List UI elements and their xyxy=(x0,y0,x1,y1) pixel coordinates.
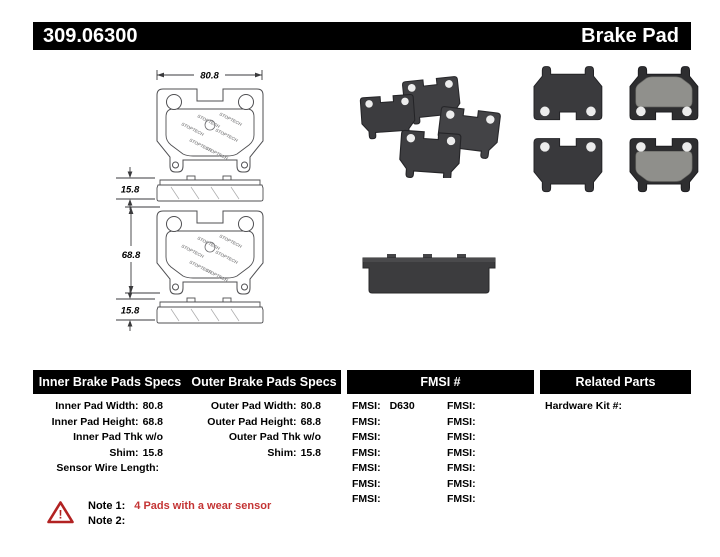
note1-label: Note 1: xyxy=(88,500,126,512)
dim-height-label: 68.8 xyxy=(122,250,141,261)
note-2: Note 2: xyxy=(88,515,134,528)
pad-side-view-2 xyxy=(156,297,264,324)
fmsi-label: FMSI: xyxy=(447,462,476,474)
svg-text:!: ! xyxy=(59,508,63,522)
fmsi-row: FMSI: xyxy=(447,430,527,446)
fmsi-label: FMSI: xyxy=(352,446,381,459)
fmsi-label: FMSI: xyxy=(352,462,381,474)
dim-thickness-top-label: 15.8 xyxy=(121,185,140,196)
technical-drawing: STOPTECH STOPTECH STOPTECH STOPTECH STOP… xyxy=(116,70,333,331)
fmsi-row: FMSI: xyxy=(447,415,527,431)
spec-row: Inner Pad Height:68.8 xyxy=(33,415,163,431)
fmsi-row: FMSI: D630 xyxy=(352,399,444,415)
spec-label: Outer Pad Thk w/o Shim: xyxy=(228,431,321,459)
fmsi-label: FMSI: xyxy=(352,400,381,412)
product-photo-pads-angled xyxy=(359,75,502,178)
fmsi-label: FMSI: xyxy=(352,431,381,443)
fmsi-row: FMSI: xyxy=(352,446,444,462)
outer-specs-list: Outer Pad Width:80.8 Outer Pad Height:68… xyxy=(178,399,321,461)
fmsi-label: FMSI: xyxy=(447,415,476,428)
specs-header-bar: Inner Brake Pads Specs Outer Brake Pads … xyxy=(33,370,341,394)
inner-specs-list: Inner Pad Width:80.8 Inner Pad Height:68… xyxy=(33,399,163,477)
dim-thickness-top xyxy=(116,167,155,210)
product-photo-pads-grid xyxy=(533,66,699,193)
fmsi-row: FMSI: xyxy=(352,477,444,493)
dim-width xyxy=(156,70,263,80)
title-bar: 309.06300 Brake Pad xyxy=(33,22,691,50)
fmsi-row: FMSI: xyxy=(447,492,527,508)
fmsi-header-bar: FMSI # xyxy=(347,370,534,394)
part-number: 309.06300 xyxy=(43,24,138,47)
dim-thickness-bottom-label: 15.8 xyxy=(121,306,140,317)
fmsi-label: FMSI: xyxy=(447,446,476,459)
note2-label: Note 2: xyxy=(88,515,126,527)
fmsi-row: FMSI: xyxy=(352,430,444,446)
fmsi-row: FMSI: xyxy=(352,415,444,431)
warning-icon: ! xyxy=(47,501,74,524)
fmsi-value: D630 xyxy=(389,400,415,412)
related-label: Hardware Kit #: xyxy=(545,400,623,412)
spec-value: 15.8 xyxy=(300,446,321,459)
related-parts-list: Hardware Kit #: xyxy=(545,399,622,415)
fmsi-row: FMSI: xyxy=(447,477,527,493)
note1-text: 4 Pads with a wear sensor xyxy=(134,500,272,512)
outer-specs-title: Outer Brake Pads Specs xyxy=(191,375,337,389)
spec-label: Outer Pad Width: xyxy=(210,400,297,412)
related-header-bar: Related Parts xyxy=(540,370,691,394)
spec-row: Outer Pad Height:68.8 xyxy=(178,415,321,431)
related-row: Hardware Kit #: xyxy=(545,399,622,415)
fmsi-label: FMSI: xyxy=(352,415,381,428)
spec-label: Inner Pad Thk w/o Shim: xyxy=(73,431,163,459)
spec-label: Inner Pad Width: xyxy=(55,400,139,412)
dim-width-label: 80.8 xyxy=(200,71,219,82)
fmsi-column-1: FMSI: D630 FMSI: FMSI: FMSI: FMSI: FMSI: … xyxy=(352,399,444,508)
spec-row: Outer Pad Thk w/o Shim:15.8 xyxy=(178,430,321,461)
fmsi-row: FMSI: xyxy=(447,461,527,477)
pad-front-view-1 xyxy=(157,89,263,172)
product-photo-pad-side xyxy=(362,254,496,294)
fmsi-column-2: FMSI: FMSI: FMSI: FMSI: FMSI: FMSI: FMSI… xyxy=(447,399,527,508)
dim-thickness-bottom xyxy=(116,288,155,331)
spec-value: 68.8 xyxy=(300,415,321,428)
fmsi-row: FMSI: xyxy=(352,461,444,477)
spec-value: 80.8 xyxy=(300,400,321,412)
spec-label: Sensor Wire Length: xyxy=(56,462,159,474)
fmsi-label: FMSI: xyxy=(352,477,381,490)
fmsi-label: FMSI: xyxy=(447,477,476,490)
related-title: Related Parts xyxy=(575,375,656,389)
fmsi-label: FMSI: xyxy=(447,431,476,443)
spec-row: Inner Pad Width:80.8 xyxy=(33,399,163,415)
note-1: Note 1: 4 Pads with a wear sensor xyxy=(88,500,271,513)
spec-row: Outer Pad Width:80.8 xyxy=(178,399,321,415)
fmsi-label: FMSI: xyxy=(447,493,476,505)
fmsi-label: FMSI: xyxy=(352,493,381,505)
spec-label: Inner Pad Height: xyxy=(51,415,139,428)
page-title: Brake Pad xyxy=(581,24,679,47)
spec-value: 80.8 xyxy=(142,400,163,412)
fmsi-row: FMSI: xyxy=(447,399,527,415)
spec-row: Sensor Wire Length: xyxy=(33,461,163,477)
fmsi-row: FMSI: xyxy=(447,446,527,462)
spec-value: 68.8 xyxy=(142,415,163,428)
pad-front-view-2 xyxy=(157,211,263,294)
fmsi-label: FMSI: xyxy=(447,400,476,412)
fmsi-title: FMSI # xyxy=(420,375,461,389)
fmsi-row: FMSI: xyxy=(352,492,444,508)
spec-label: Outer Pad Height: xyxy=(207,415,297,428)
spec-row: Inner Pad Thk w/o Shim:15.8 xyxy=(33,430,163,461)
pad-side-view-1 xyxy=(156,175,264,202)
inner-specs-title: Inner Brake Pads Specs xyxy=(38,375,182,389)
spec-value: 15.8 xyxy=(142,446,163,459)
